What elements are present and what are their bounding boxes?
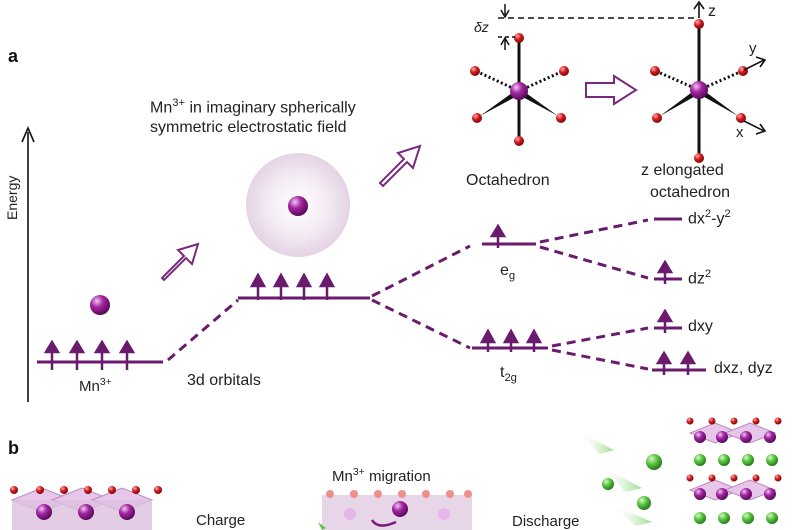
process-arrow-1 bbox=[160, 242, 200, 282]
migration-label: Mn3+ migration bbox=[332, 466, 431, 485]
layered-structure-right bbox=[686, 417, 782, 524]
eg-electron bbox=[489, 223, 507, 248]
elongated-label-line1: z elongated bbox=[641, 162, 724, 179]
process-arrow-3 bbox=[585, 74, 638, 106]
z-axis-label: z bbox=[708, 3, 716, 20]
t2g-electrons bbox=[479, 328, 543, 352]
connector-eg-dz2 bbox=[539, 245, 649, 280]
connector-mn-3d bbox=[167, 298, 239, 362]
connector-t2g-dxzdyz bbox=[551, 348, 649, 371]
y-axis-label: y bbox=[749, 40, 757, 57]
panel-b-label: b bbox=[8, 438, 19, 458]
delta-z-label: δz bbox=[474, 19, 489, 35]
energy-axis bbox=[21, 125, 35, 402]
z-axis-arrow bbox=[693, 0, 705, 18]
field-caption-line1: Mn3+ in imaginary spherically bbox=[150, 97, 356, 117]
dxy-electron bbox=[656, 308, 674, 333]
lithium-ions bbox=[578, 432, 662, 526]
dxz-dyz-label: dxz, dyz bbox=[714, 360, 773, 377]
elongated-label-line2: octahedron bbox=[650, 184, 731, 201]
process-arrow-2 bbox=[378, 144, 422, 188]
panel-a-label: a bbox=[8, 46, 19, 66]
field-caption-line2: symmetric electrostatic field bbox=[150, 119, 347, 136]
discharge-label: Discharge bbox=[512, 513, 580, 530]
connector-3d-eg bbox=[371, 244, 471, 298]
dxzdyz-electrons bbox=[655, 350, 697, 375]
layered-structure-middle bbox=[318, 490, 472, 530]
x-axis-arrow bbox=[743, 120, 767, 135]
connector-t2g-dxy bbox=[551, 326, 649, 348]
mn-level-electrons bbox=[43, 339, 136, 370]
dxy-label: dxy bbox=[688, 318, 713, 335]
elongated-octahedron-model bbox=[650, 19, 748, 163]
dx2y2-label: dx2-y2 bbox=[688, 208, 731, 228]
energy-axis-label: Energy bbox=[4, 175, 20, 220]
eg-label: eg bbox=[500, 262, 516, 283]
mn-ion-label: Mn3+ bbox=[79, 376, 112, 395]
x-axis-label: x bbox=[736, 124, 744, 141]
mn-ion-atom bbox=[90, 295, 110, 315]
t2g-label: t2g bbox=[500, 364, 517, 385]
orbitals-3d-label: 3d orbitals bbox=[187, 372, 261, 389]
field-center-atom bbox=[288, 196, 308, 216]
y-axis-arrow bbox=[743, 56, 767, 71]
delta-z-indicator bbox=[498, 4, 696, 50]
dz2-label: dz2 bbox=[688, 268, 712, 288]
octahedron-model bbox=[470, 33, 569, 146]
layered-structure-left bbox=[10, 486, 162, 530]
connector-eg-dx2y2 bbox=[539, 218, 649, 244]
orbitals-3d-electrons bbox=[249, 272, 336, 300]
connector-3d-t2g bbox=[371, 298, 471, 350]
dz2-electron bbox=[656, 259, 674, 284]
octahedron-label: Octahedron bbox=[466, 172, 550, 189]
charge-label: Charge bbox=[196, 512, 246, 529]
